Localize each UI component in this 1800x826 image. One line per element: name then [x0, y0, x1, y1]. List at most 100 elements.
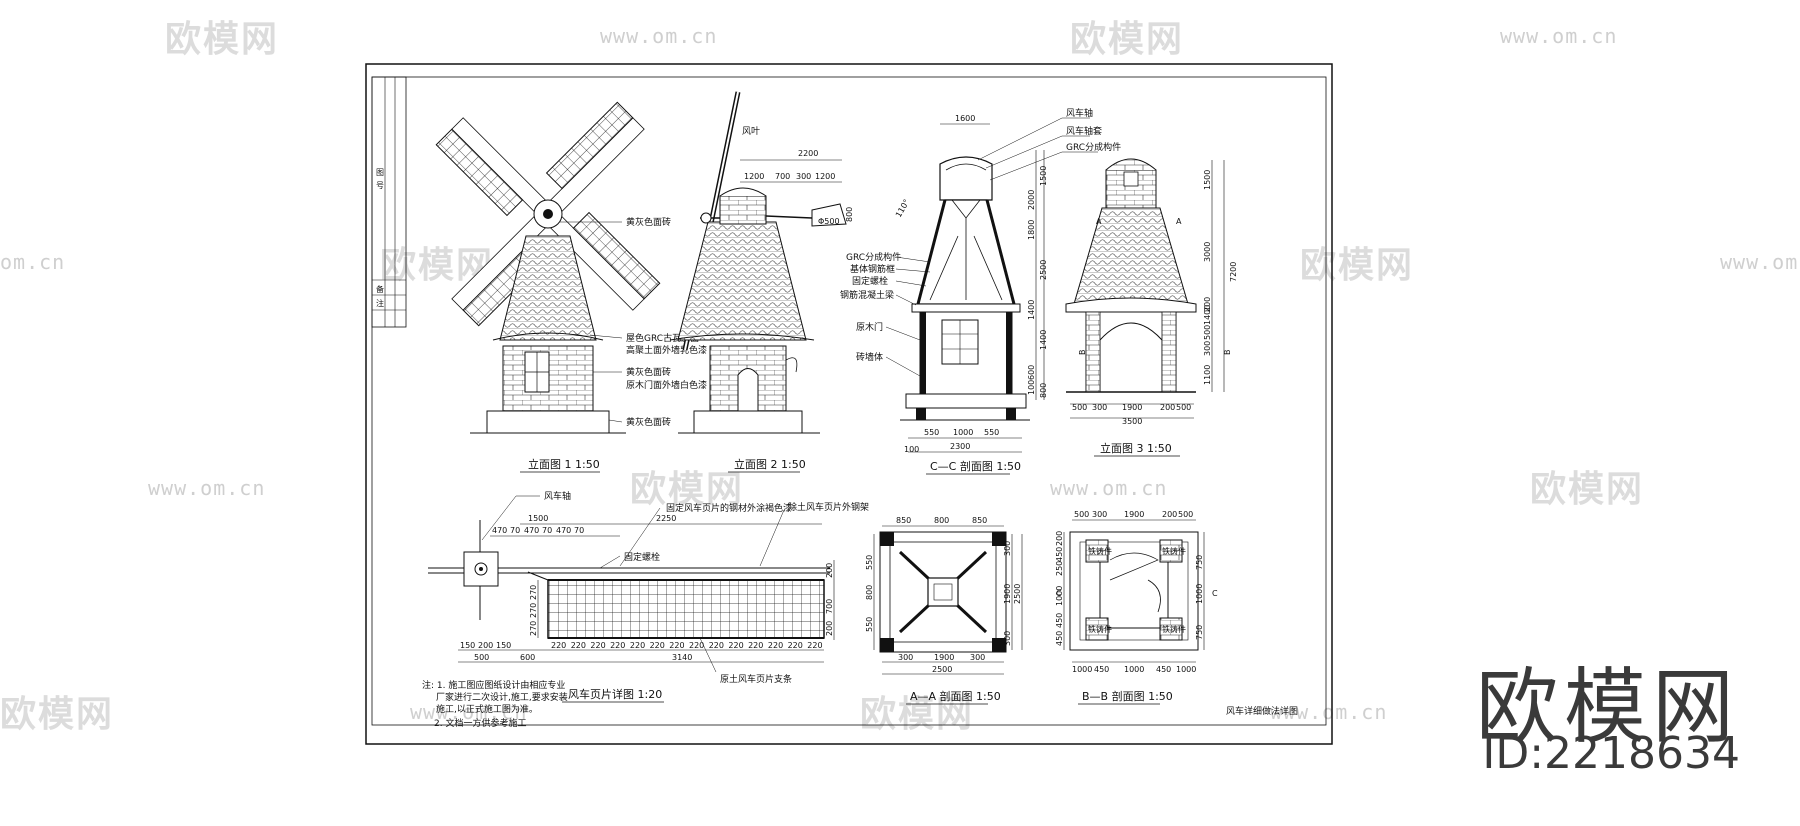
dimension: 450: [1094, 665, 1109, 674]
dimension: 800: [865, 585, 874, 600]
dimension: 600: [520, 653, 535, 662]
dimension: 200: [1203, 297, 1212, 312]
dimension: 300: [898, 653, 913, 662]
view-caption: A—A 剖面图 1:50: [910, 689, 1001, 703]
dimension: 1200: [744, 172, 764, 181]
dimension: 3140: [672, 653, 692, 662]
tag: 铁铸件: [1088, 546, 1112, 556]
dimension: 150: [460, 641, 475, 650]
dimension: Φ500: [818, 217, 840, 226]
dimension: 300: [1092, 510, 1107, 519]
watermark-url: www.om.cn: [148, 476, 266, 500]
watermark-logo: 欧模网: [1530, 469, 1645, 510]
dimension: 2500: [1039, 260, 1048, 280]
dimension: 500: [1074, 510, 1089, 519]
dimension-cell: 220: [610, 641, 625, 650]
dimension: 500: [474, 653, 489, 662]
label: 黄灰色面砖: [626, 216, 671, 228]
dimension: 270: [529, 621, 538, 636]
dimension: 200: [1162, 510, 1177, 519]
dimension: 1000: [1176, 665, 1196, 674]
title-block-cell: 图: [376, 168, 384, 177]
dimension: 1400: [1027, 300, 1036, 320]
label: 黄灰色面砖: [626, 366, 671, 378]
label: 风车轴: [544, 490, 571, 502]
dimension: 450: [1055, 613, 1064, 628]
dimension: 500: [1072, 403, 1087, 412]
dimension: 1900: [1122, 403, 1142, 412]
watermark-url: www.om.cn: [1720, 250, 1800, 274]
dimension: 800: [1039, 383, 1048, 398]
watermark-logo: 欧模网: [860, 694, 975, 735]
blade-detail: 1500 2250 470 70 470 70 470 70 风车轴 固定风车页…: [428, 490, 869, 703]
dimension: 1500: [528, 514, 548, 523]
label: 固定螺栓: [624, 551, 660, 563]
label: 钢筋混凝土梁: [840, 289, 894, 301]
section-marker: A: [1176, 217, 1182, 226]
section-b-b: 铁铸件 铁铸件 铁铸件 铁铸件 C C 500 300 1900 200 500…: [1055, 510, 1218, 705]
notes: 注: 1. 施工图应图纸设计由相应专业 厂家进行二次设计,施工,要求安装 施工,…: [422, 679, 568, 729]
dimension: 2000: [1027, 190, 1036, 210]
dimension: 1000: [1195, 584, 1204, 604]
dimension: 550: [865, 555, 874, 570]
label: 砖墙体: [856, 351, 883, 363]
dimension: 100: [904, 445, 919, 454]
label: 除土风车页片外钢架: [788, 501, 869, 513]
dimension: 200: [478, 641, 493, 650]
dimension: 2300: [950, 442, 970, 451]
dimension: 500: [1176, 403, 1191, 412]
dimension: 270: [529, 603, 538, 618]
title-block-cell: 注: [376, 298, 384, 308]
brand-watermark: 欧模网: [1475, 660, 1740, 755]
dimension: 1900: [934, 653, 954, 662]
label: 固定风车页片的钢材外涂褐色漆: [666, 502, 792, 514]
dimension: 7200: [1229, 262, 1238, 282]
dimension: 1800: [1027, 220, 1036, 240]
dimension: 450: [1156, 665, 1171, 674]
dimension-cell: 220: [669, 641, 684, 650]
dimension: 1400: [1203, 305, 1212, 325]
watermark-url: www.om.cn: [1270, 700, 1388, 724]
watermark-logo: 欧模网: [165, 19, 280, 60]
watermark-url: www.om.cn: [1050, 476, 1168, 500]
dimension: 450: [1055, 547, 1064, 562]
dimension: 1500: [1203, 170, 1212, 190]
view-caption: 立面图 2 1:50: [734, 457, 806, 471]
section-c-c: 1600 110° 风车轴 风车轴套 GRC分成构件 GRC分成构件 基体钢筋框…: [840, 107, 1121, 475]
label: 黄灰色面砖: [626, 416, 671, 428]
sheet-title: 风车详细做法详图: [1226, 705, 1298, 717]
dimension-cell: 220: [709, 641, 724, 650]
watermark-logo: 欧模网: [630, 469, 745, 510]
dimension: 200: [825, 621, 834, 636]
dimension: 1600: [955, 114, 975, 123]
section-marker: B: [1078, 350, 1087, 356]
title-block: 图 号 备 注: [371, 76, 407, 328]
sheet-inner-border: [371, 76, 1327, 726]
dimension: 850: [896, 516, 911, 525]
dimension: 1900: [1003, 584, 1012, 604]
dimension: 470: [556, 526, 571, 535]
label: 原木门: [856, 321, 883, 333]
dimension-cell: 220: [630, 641, 645, 650]
note-line: 施工,以正式施工图为准。: [436, 703, 538, 715]
view-caption: B—B 剖面图 1:50: [1082, 689, 1173, 703]
section-marker: A: [1096, 217, 1102, 226]
dimension: 700: [775, 172, 790, 181]
dimension-cell: 220: [590, 641, 605, 650]
dimension: 300: [796, 172, 811, 181]
dimension: 110°: [894, 198, 911, 219]
label: 基体钢筋框: [850, 263, 895, 275]
dimension: 300: [1003, 631, 1012, 646]
dimension: 150: [496, 641, 511, 650]
dimension: 1100: [1203, 365, 1212, 385]
dimension-cell: 220: [571, 641, 586, 650]
label: GRC分成构件: [846, 251, 901, 263]
dimension: 300: [1003, 541, 1012, 556]
dimension: 550: [865, 617, 874, 632]
dimension-cell: 220: [807, 641, 822, 650]
dimension: 470: [524, 526, 539, 535]
label: 风叶: [742, 126, 760, 137]
dimension: 200: [1160, 403, 1175, 412]
dimension: 1500: [1039, 166, 1048, 186]
dimension: 750: [1195, 555, 1204, 570]
